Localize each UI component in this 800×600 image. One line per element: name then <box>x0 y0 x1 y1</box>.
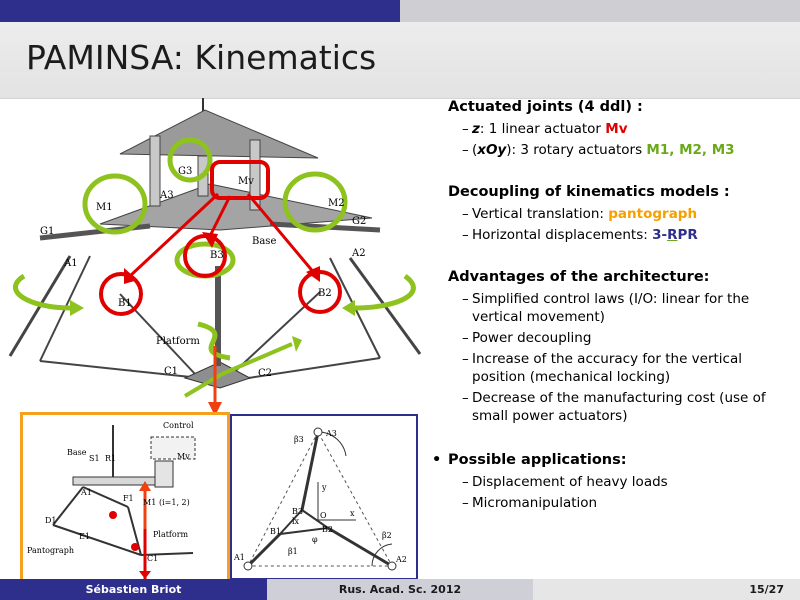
inset2-label-lx: lx <box>292 517 300 526</box>
inset-label-pantograph: Pantograph <box>27 546 74 555</box>
label-m2: M2 <box>328 198 345 209</box>
inset2-label-b3: B3 <box>292 507 303 516</box>
slide-content: Actuated joints (4 ddl) : –z: 1 linear a… <box>432 96 792 515</box>
inset2-label-b1: B1 <box>270 527 281 536</box>
inset-label-mv: Mv <box>177 452 190 461</box>
inset2-label-x: x <box>350 509 355 518</box>
inset2-label-beta1: β1 <box>288 547 298 556</box>
label-b1: B1 <box>118 298 132 309</box>
planar-3rpr-inset: β3 A3 B3 y x O B1 B2 lx φ β1 β2 A1 A2 <box>230 414 418 580</box>
sub-item: –Decrease of the manufacturing cost (use… <box>462 390 766 424</box>
paminsa-mechanism-figure: G3 Mv A3 M1 M2 G1 G2 Base A1 A2 B1 B3 B2… <box>8 98 422 416</box>
section-title: Possible applications: <box>432 449 792 471</box>
sub-item: –Simplified control laws (I/O: linear fo… <box>462 291 750 325</box>
sub-item: –Vertical translation: pantograph <box>462 206 698 222</box>
label-b3: B3 <box>210 250 224 261</box>
label-c1: C1 <box>164 366 178 377</box>
inset2-label-a3: A3 <box>325 429 337 438</box>
section-title: Decoupling of kinematics models : <box>448 184 730 200</box>
sub-item: –Displacement of heavy loads <box>462 474 668 490</box>
label-base: Base <box>252 236 276 247</box>
inset2-label-o: O <box>320 511 327 520</box>
inset-label-base: Base <box>67 448 87 457</box>
section-title: Actuated joints (4 ddl) : <box>448 99 643 115</box>
label-platform: Platform <box>156 336 200 347</box>
sub-item: –Increase of the accuracy for the vertic… <box>462 351 743 385</box>
label-g3: G3 <box>178 166 192 177</box>
footer-author: Sébastien Briot <box>0 579 267 600</box>
inset-label-a1: A1 <box>80 488 92 497</box>
sub-item: –Power decoupling <box>462 330 592 346</box>
title-band: PAMINSA: Kinematics <box>0 22 800 99</box>
label-a2: A2 <box>351 248 366 259</box>
inset2-label-a2: A2 <box>395 555 407 564</box>
inset-label-control: Control <box>163 421 194 430</box>
label-g2: G2 <box>352 216 366 227</box>
inset2-label-y: y <box>321 483 327 492</box>
sub-item: –Micromanipulation <box>462 495 598 511</box>
inset2-label-a1: A1 <box>233 553 245 562</box>
footer-event: Rus. Acad. Sc. 2012 <box>267 579 533 600</box>
inset2-label-beta3: β3 <box>294 435 304 444</box>
pantograph-inset: Control Base S1 R1 Mv A1 F1 M1 (i=1, 2) … <box>20 412 230 582</box>
section-3: Possible applications: –Displacement of … <box>432 449 792 512</box>
section-1: Decoupling of kinematics models : –Verti… <box>432 181 792 244</box>
sub-item: –(xOy): 3 rotary actuators M1, M2, M3 <box>462 142 735 158</box>
inset-label-s1: S1 <box>89 454 100 463</box>
sub-item: –z: 1 linear actuator Mv <box>462 121 628 137</box>
inset-label-i-range: (i=1, 2) <box>159 498 190 507</box>
label-mv: Mv <box>238 176 254 187</box>
section-0: Actuated joints (4 ddl) : –z: 1 linear a… <box>432 96 792 159</box>
inset-label-r1: R1 <box>105 454 116 463</box>
inset-label-m1: M1 <box>143 498 156 507</box>
label-g1: G1 <box>40 226 54 237</box>
footer-page-number: 15/27 <box>533 579 800 600</box>
sub-item: –Horizontal displacements: 3-RPR <box>462 227 698 243</box>
slide-title: PAMINSA: Kinematics <box>26 38 377 77</box>
section-title: Advantages of the architecture: <box>448 269 710 285</box>
top-header-accent <box>0 0 400 22</box>
label-a1: A1 <box>63 258 78 269</box>
inset-label-c1: C1 <box>147 554 158 563</box>
label-a3: A3 <box>159 190 174 201</box>
page-number-text: 15/27 <box>749 583 784 596</box>
footer-bar: Sébastien Briot Rus. Acad. Sc. 2012 15/2… <box>0 579 800 600</box>
inset2-label-beta2: β2 <box>382 531 392 540</box>
section-2: Advantages of the architecture: –Simplif… <box>432 266 792 425</box>
inset2-label-phi: φ <box>312 535 318 544</box>
inset-label-e1: E1 <box>79 532 90 541</box>
inset-label-platform: Platform <box>153 530 189 539</box>
inset2-label-b2: B2 <box>322 525 333 534</box>
inset-label-d1: D1 <box>45 516 57 525</box>
top-header-bar <box>0 0 800 22</box>
inset-label-f1: F1 <box>123 494 134 503</box>
label-c2: C2 <box>258 368 272 379</box>
label-m1: M1 <box>96 202 113 213</box>
label-b2: B2 <box>318 288 332 299</box>
